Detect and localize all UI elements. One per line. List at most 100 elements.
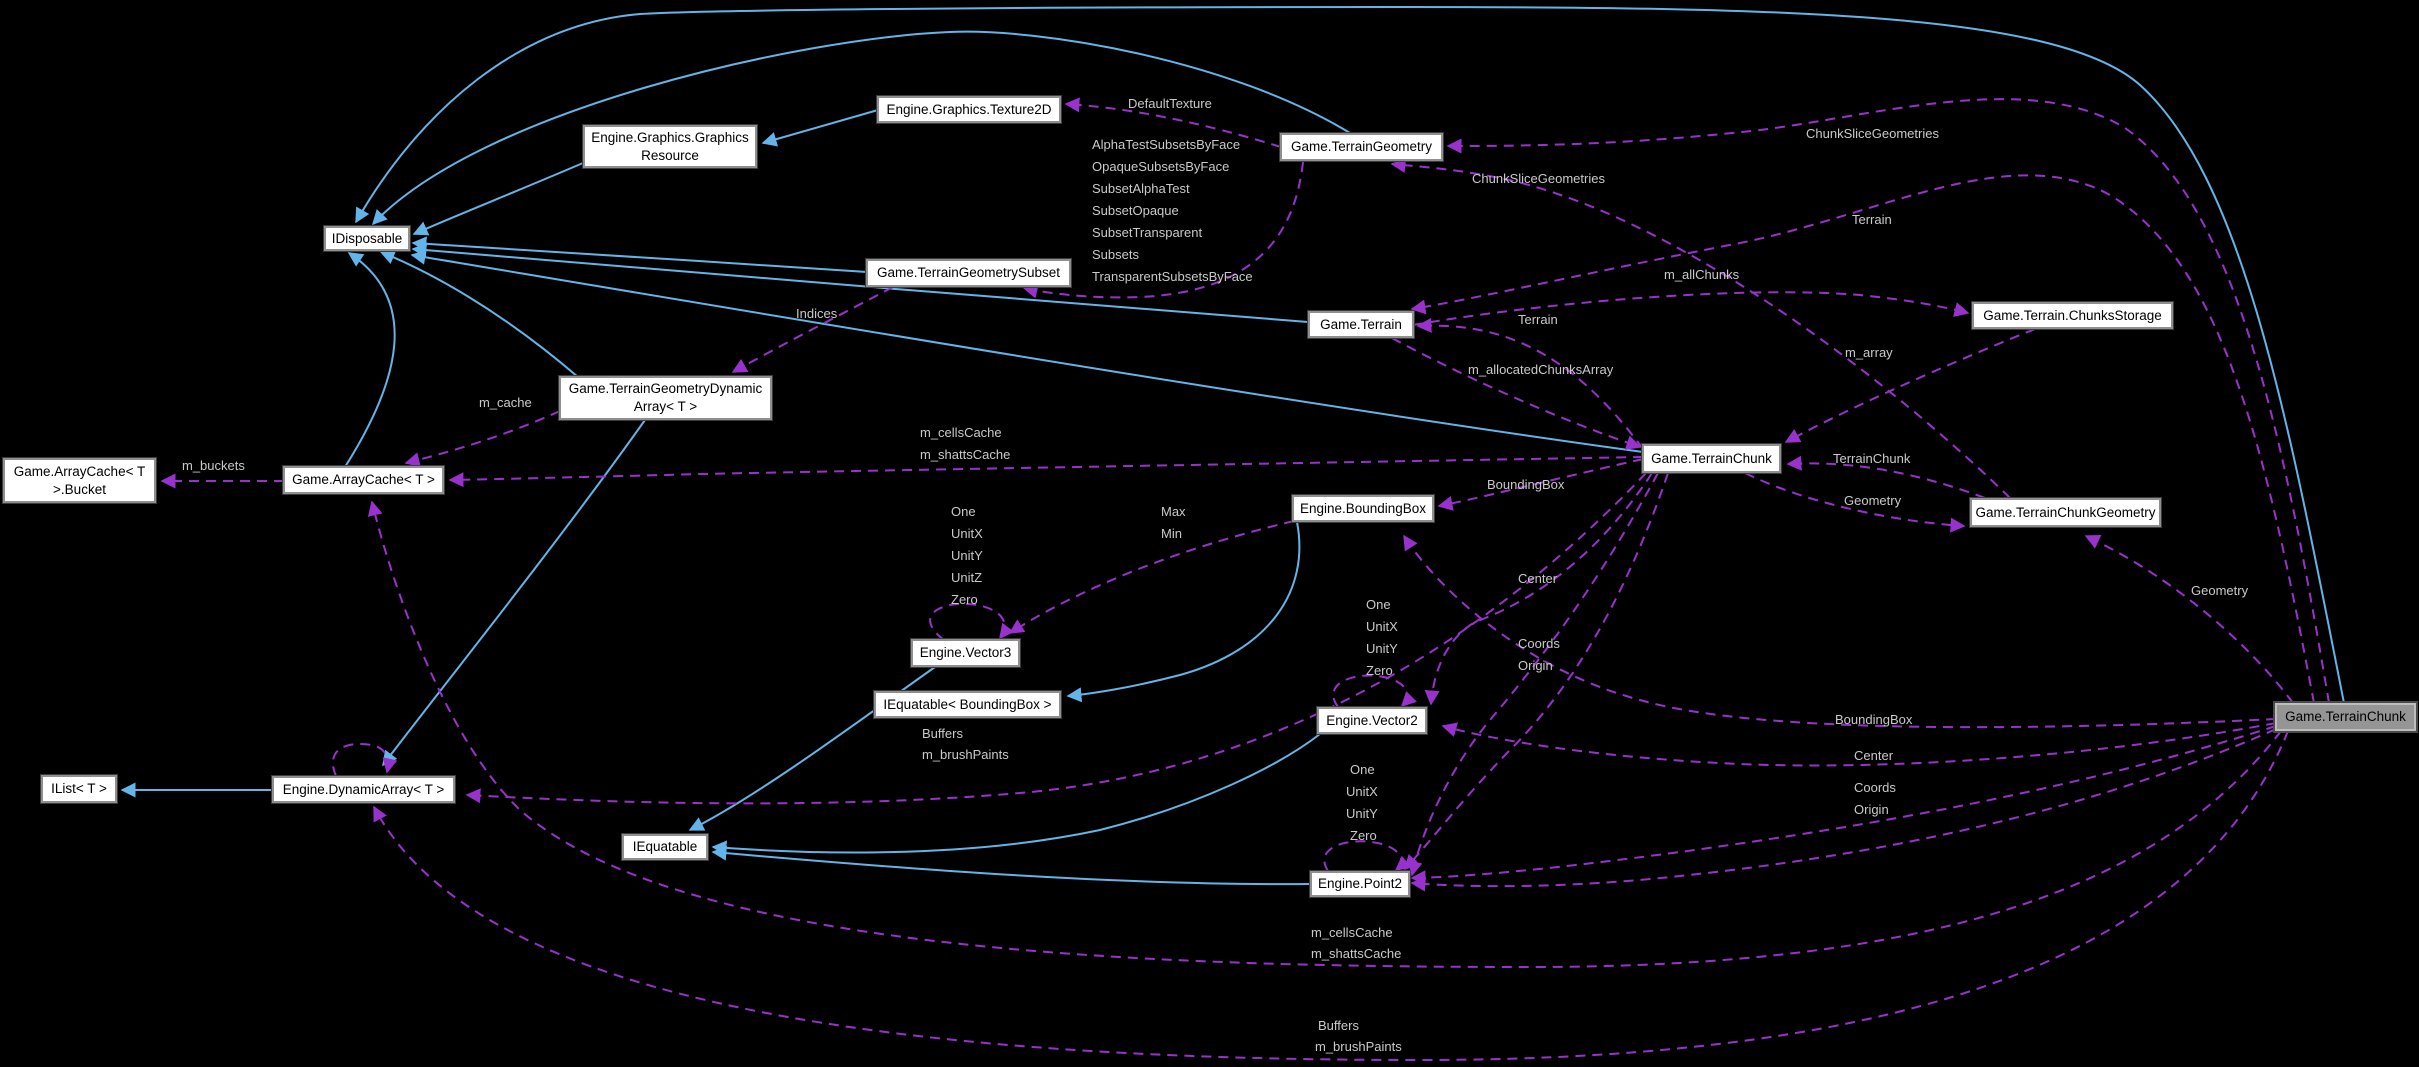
- edge-label-subsetopaque-4: SubsetOpaque: [1092, 203, 1179, 218]
- edge-label-unitz-28: UnitZ: [951, 570, 983, 585]
- edge-chunkslicegeometries-from-subject: [1446, 98, 2330, 704]
- edge-label-m-brushpaints-51: m_brushPaints: [1315, 1039, 1402, 1054]
- edge-point2-to-iequatable: [711, 845, 1312, 886]
- edge-label-subsetalphatest-3: SubsetAlphaTest: [1092, 181, 1190, 196]
- edge-cellscache-from-midchunk: [448, 456, 1644, 488]
- edge-label-boundingbox-44: BoundingBox: [1835, 712, 1913, 727]
- edge-boundingbox-from-midchunk: [1437, 458, 1644, 511]
- class-node-vector2[interactable]: Engine.Vector2: [1317, 707, 1427, 734]
- edge-buffers-from-midchunk: [465, 472, 1647, 805]
- edge-label-chunkslicegeometries-9: ChunkSliceGeometries: [1806, 126, 1939, 141]
- edge-vector3-to-iequatable: [688, 666, 936, 831]
- edge-label-geometry-22: Geometry: [1844, 493, 1902, 508]
- edge-label-buffers-50: Buffers: [1318, 1018, 1359, 1033]
- edge-tgdynamicarray-to-idisposable: [379, 250, 579, 378]
- edge-m-allocatedchunksarray: [1391, 337, 1642, 450]
- class-node-terrain-geometry[interactable]: Game.TerrainGeometry: [1280, 133, 1443, 161]
- edge-m-cache: [404, 410, 561, 468]
- edge-label-min-24: Min: [1161, 526, 1182, 541]
- edge-label-one-33: One: [1366, 597, 1391, 612]
- class-node-texture2d[interactable]: Engine.Graphics.Texture2D: [877, 96, 1061, 123]
- class-node-idisposable[interactable]: IDisposable: [324, 226, 410, 251]
- edge-cellscache-from-subject: [367, 500, 2282, 969]
- edge-arraycache-to-idisposable: [344, 252, 396, 468]
- class-node-terrain-chunk-mid[interactable]: Game.TerrainChunk: [1642, 444, 1781, 473]
- class-node-ilist[interactable]: IList< T >: [41, 775, 117, 803]
- edge-terrain-from-subject: [1410, 174, 2315, 704]
- class-node-dynamic-array[interactable]: Engine.DynamicArray< T >: [272, 776, 455, 803]
- edge-vector2-to-iequatable: [711, 733, 1321, 856]
- class-node-chunks-storage[interactable]: Game.Terrain.ChunksStorage: [1972, 302, 2173, 329]
- edge-label-zero-36: Zero: [1366, 663, 1393, 678]
- edge-label-m-buckets-17: m_buckets: [182, 458, 245, 473]
- edge-graphicsresource-to-idisposable: [412, 162, 584, 236]
- edge-label-m-shattscache-49: m_shattsCache: [1311, 946, 1402, 961]
- edge-label-origin-32: Origin: [1518, 658, 1553, 673]
- class-node-iequatable[interactable]: IEquatable: [622, 834, 708, 860]
- edge-subsets-group: [1022, 161, 1304, 299]
- edge-label-terrain-10: Terrain: [1852, 212, 1892, 227]
- class-node-terrain-geometry-dynamic-array[interactable]: Game.TerrainGeometryDynamic Array< T >: [559, 376, 772, 420]
- class-node-vector3[interactable]: Engine.Vector3: [911, 639, 1020, 667]
- edge-tgdynamicarray-to-dynamicarray: [382, 419, 646, 767]
- edge-label-m-allchunks-11: m_allChunks: [1664, 267, 1740, 282]
- edge-max-min: [1008, 520, 1295, 634]
- edge-label-buffers-37: Buffers: [922, 726, 963, 741]
- edge-label-unity-41: UnitY: [1346, 806, 1378, 821]
- edge-label-one-39: One: [1350, 762, 1375, 777]
- edge-label-alphatestsubsetsbyface-1: AlphaTestSubsetsByFace: [1092, 137, 1241, 152]
- edge-center-from-subject: [1441, 722, 2277, 767]
- edge-label-terrainchunk-21: TerrainChunk: [1833, 451, 1911, 466]
- edge-label-m-array-14: m_array: [1845, 345, 1893, 360]
- class-node-bounding-box[interactable]: Engine.BoundingBox: [1292, 495, 1434, 522]
- edge-label-zero-29: Zero: [951, 592, 978, 607]
- edge-label-unity-27: UnitY: [951, 548, 983, 563]
- edge-label-unitx-34: UnitX: [1366, 619, 1398, 634]
- class-node-terrain-chunk-geometry[interactable]: Game.TerrainChunkGeometry: [1970, 498, 2161, 527]
- edge-terrain-to-idisposable: [411, 242, 1309, 323]
- edge-center-from-midchunk: [1424, 472, 1653, 706]
- edge-vector2-selfloop: [1332, 674, 1417, 708]
- edge-origin-from-midchunk: [1403, 472, 1669, 871]
- edge-indices: [731, 286, 894, 373]
- edge-terraingeometry-to-idisposable: [371, 30, 1351, 226]
- edge-midchunk-to-idisposable: [410, 249, 1644, 453]
- edge-label-zero-42: Zero: [1350, 828, 1377, 843]
- class-node-array-cache[interactable]: Game.ArrayCache< T >: [283, 466, 444, 494]
- edge-m-allchunks: [1412, 291, 1970, 326]
- class-node-terrain[interactable]: Game.Terrain: [1308, 311, 1414, 338]
- edge-label-m-allocatedchunksarray-13: m_allocatedChunksArray: [1468, 362, 1614, 377]
- edge-label-one-25: One: [951, 504, 976, 519]
- edge-label-unitx-26: UnitX: [951, 526, 983, 541]
- edge-label-center-45: Center: [1854, 748, 1894, 763]
- edge-label-subsets-6: Subsets: [1092, 247, 1139, 262]
- edge-vector3-selfloop: [929, 602, 1015, 641]
- edge-subjectchunk-to-idisposable: [355, 5, 2345, 704]
- class-node-terrain-chunk-subject[interactable]: Game.TerrainChunk: [2275, 703, 2416, 731]
- edge-terrain-from-midchunk: [1416, 317, 1644, 450]
- edge-m-array-selfloop: [332, 742, 398, 777]
- edge-label-chunkslicegeometries-8: ChunkSliceGeometries: [1472, 171, 1605, 186]
- edge-label-m-shattscache-19: m_shattsCache: [920, 447, 1011, 462]
- edge-label-boundingbox-20: BoundingBox: [1487, 477, 1565, 492]
- class-node-array-cache-bucket[interactable]: Game.ArrayCache< T >.Bucket: [3, 458, 156, 503]
- edge-label-max-23: Max: [1161, 504, 1186, 519]
- edge-coords-from-midchunk: [1407, 472, 1659, 877]
- edge-label-subsettransparent-5: SubsetTransparent: [1092, 225, 1203, 240]
- edge-coords-from-subject: [1410, 725, 2277, 886]
- edge-label-center-30: Center: [1518, 571, 1558, 586]
- class-node-point2[interactable]: Engine.Point2: [1310, 871, 1410, 897]
- edge-label-terrain-12: Terrain: [1518, 312, 1558, 327]
- class-node-graphics-resource[interactable]: Engine.Graphics.Graphics Resource: [583, 125, 757, 168]
- edge-boundingbox-from-subject: [1403, 534, 2277, 729]
- edge-point2-selfloop: [1323, 840, 1412, 872]
- edge-geometry-from-subject: [2084, 534, 2294, 704]
- class-node-iequatable-boundingbox[interactable]: IEquatable< BoundingBox >: [874, 691, 1061, 718]
- class-node-terrain-geometry-subset[interactable]: Game.TerrainGeometrySubset: [866, 259, 1071, 287]
- edge-label-origin-47: Origin: [1854, 802, 1889, 817]
- edge-chunkslicegeometries-from-tcg: [1390, 158, 2011, 499]
- edge-label-geometry-43: Geometry: [2191, 583, 2249, 598]
- edge-label-m-brushpaints-38: m_brushPaints: [922, 747, 1009, 762]
